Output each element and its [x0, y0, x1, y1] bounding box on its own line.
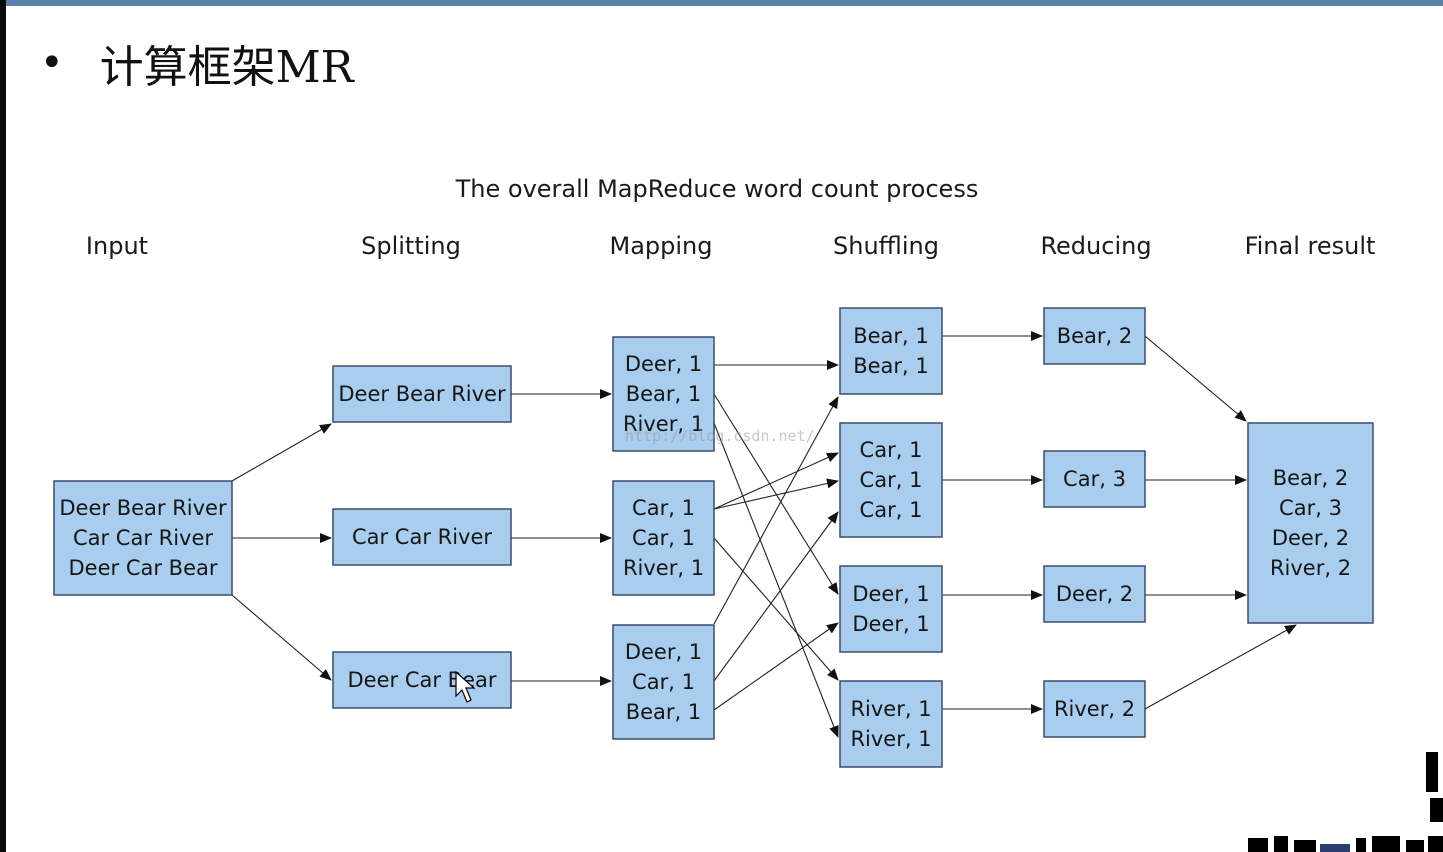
- stage-labels: Input Splitting Mapping Shuffling Reducing Fi…: [86, 232, 1376, 260]
- node-text: Bear, 1: [626, 700, 702, 724]
- node-red1: Bear, 2: [1043, 307, 1146, 365]
- node-text: Car, 1: [632, 670, 695, 694]
- node-text: Car Car River: [73, 526, 213, 550]
- node-map1: Deer, 1 Bear, 1 River, 1: [612, 336, 715, 452]
- node-box: [53, 480, 233, 596]
- node-box: [1043, 307, 1146, 365]
- node-final: Bear, 2 Car, 3 Deer, 2 River, 2: [1247, 422, 1374, 624]
- node-text: Deer, 1: [625, 352, 702, 376]
- node-map3: Deer, 1 Car, 1 Bear, 1: [612, 624, 715, 740]
- node-text: Car Car River: [352, 525, 492, 549]
- node-text: River, 1: [623, 556, 704, 580]
- edge-map3-to-shuf2: [713, 511, 839, 682]
- node-text: River, 2: [1270, 556, 1351, 580]
- node-text: Car, 1: [860, 468, 923, 492]
- node-text: River, 1: [850, 697, 931, 721]
- node-box: [332, 365, 512, 423]
- stage-label-input: Input: [86, 232, 148, 260]
- node-box: [839, 307, 943, 395]
- node-split2: Car Car River: [332, 508, 512, 566]
- node-text: Bear, 2: [1273, 466, 1349, 490]
- node-text: Deer Bear River: [59, 496, 227, 520]
- node-text: Deer, 1: [852, 612, 929, 636]
- node-red4: River, 2: [1043, 680, 1146, 738]
- edge-red4-to-final: [1144, 624, 1297, 710]
- node-text: Car, 3: [1279, 496, 1342, 520]
- slide-top-border: [0, 0, 1443, 6]
- node-box: [332, 651, 512, 709]
- node-text: Bear, 2: [1057, 324, 1133, 348]
- edge-input-to-split3: [231, 594, 332, 681]
- node-shuf4: River, 1 River, 1: [839, 680, 943, 768]
- edge-map2-to-shuf4: [713, 537, 839, 681]
- node-text: Deer, 1: [625, 640, 702, 664]
- node-text: Car, 1: [632, 496, 695, 520]
- edge-input-to-split1: [231, 423, 332, 482]
- node-split1: Deer Bear River: [332, 365, 512, 423]
- edge-map1-to-shuf3: [713, 393, 839, 595]
- mouse-cursor-icon: [455, 670, 476, 703]
- node-text: Deer Bear River: [338, 382, 506, 406]
- node-map2: Car, 1 Car, 1 River, 1: [612, 480, 715, 596]
- node-box: [612, 624, 715, 740]
- node-text: Bear, 1: [626, 382, 702, 406]
- node-box: [839, 422, 943, 538]
- node-box: [1043, 450, 1146, 508]
- node-shuf1: Bear, 1 Bear, 1: [839, 307, 943, 395]
- node-red3: Deer, 2: [1043, 565, 1146, 623]
- qr-code-icon: [1248, 752, 1443, 852]
- node-box: [1247, 422, 1374, 624]
- node-text: Bear, 1: [853, 324, 929, 348]
- edge-map1-to-shuf4: [713, 422, 839, 738]
- node-text: Car, 1: [632, 526, 695, 550]
- node-box: [612, 336, 715, 452]
- edge-map3-to-shuf1: [713, 622, 839, 711]
- node-text: River, 1: [623, 412, 704, 436]
- slide-title-row: • 计算框架MR: [40, 28, 354, 98]
- edge-red1-to-final: [1144, 335, 1247, 422]
- bullet-icon: •: [40, 40, 64, 86]
- window-left-border: [0, 0, 6, 852]
- slide-title: 计算框架MR: [99, 42, 354, 93]
- stage-label-final-result: Final result: [1245, 232, 1376, 260]
- node-text: River, 2: [1054, 697, 1135, 721]
- stage-label-shuffling: Shuffling: [833, 232, 939, 260]
- node-box: [1043, 680, 1146, 738]
- node-text: Car, 1: [860, 498, 923, 522]
- edge-map2-to-shuf2: [713, 478, 839, 510]
- node-text: River, 1: [850, 727, 931, 751]
- node-text: Deer, 2: [1272, 526, 1349, 550]
- node-text: Bear, 1: [853, 354, 929, 378]
- stage-label-mapping: Mapping: [610, 232, 713, 260]
- node-red2: Car, 3: [1043, 450, 1146, 508]
- node-text: Deer, 2: [1056, 582, 1133, 606]
- node-box: [1043, 565, 1146, 623]
- node-box: [332, 508, 512, 566]
- edge-map3-to-shuf3: [713, 396, 839, 625]
- node-split3: Deer Car Bear: [332, 651, 512, 709]
- edge-map2-to-shuf2: [713, 452, 839, 510]
- node-shuf3: Deer, 1 Deer, 1: [839, 565, 943, 653]
- stage-label-reducing: Reducing: [1040, 232, 1151, 260]
- node-shuf2: Car, 1 Car, 1 Car, 1: [839, 422, 943, 538]
- node-text: Deer Car Bear: [69, 556, 218, 580]
- node-box: [612, 480, 715, 596]
- node-box: [839, 680, 943, 768]
- stage-label-splitting: Splitting: [361, 232, 461, 260]
- node-box: [839, 565, 943, 653]
- node-text: Car, 1: [860, 438, 923, 462]
- node-text: Deer, 1: [852, 582, 929, 606]
- edges: [231, 331, 1297, 738]
- diagram-title: The overall MapReduce word count process: [455, 175, 979, 203]
- watermark: http://blog.csdn.net/: [625, 427, 815, 445]
- node-text: Car, 3: [1063, 467, 1126, 491]
